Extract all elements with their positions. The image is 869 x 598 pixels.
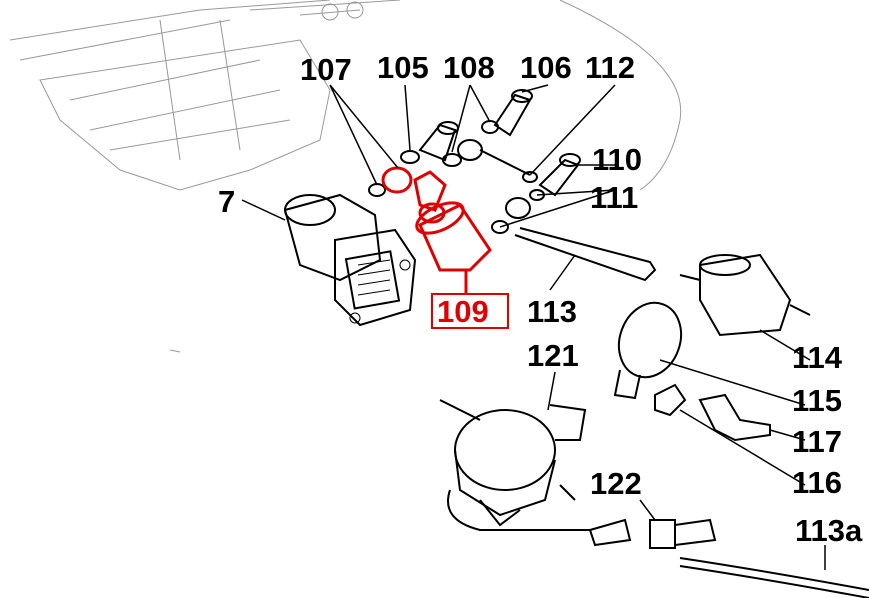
part-116-nut[interactable] (654, 383, 687, 417)
fittings-group[interactable] (368, 89, 657, 282)
label-110: 110 (592, 142, 642, 177)
label-113: 113 (527, 294, 577, 329)
label-109-box (431, 293, 509, 329)
label-107: 107 (300, 52, 352, 87)
label-105: 105 (377, 50, 429, 85)
label-109: 109 (437, 294, 489, 329)
label-112: 112 (585, 50, 635, 85)
label-111: 111 (590, 180, 638, 215)
engine-block-drawing (9, 0, 682, 353)
label-114: 114 (792, 340, 843, 375)
label-116: 116 (792, 465, 842, 500)
part-121-pump[interactable] (439, 399, 590, 531)
part-117-bolt[interactable] (698, 393, 771, 442)
leader-lines (241, 84, 826, 570)
label-122: 122 (590, 466, 642, 501)
part-113a-hose[interactable] (679, 557, 869, 598)
callout-labels: 107 105 108 106 112 110 111 7 109 113 11… (218, 50, 863, 548)
part-7-actuator[interactable] (283, 193, 417, 327)
part-114-filter[interactable] (679, 253, 811, 337)
part-122-connector[interactable] (588, 518, 717, 549)
label-106: 106 (520, 50, 572, 85)
label-121: 121 (527, 338, 579, 373)
label-108: 108 (443, 50, 495, 85)
part-109-highlighted[interactable] (381, 166, 509, 329)
label-117: 117 (792, 424, 842, 459)
part-115-clamp[interactable] (609, 294, 691, 400)
label-115: 115 (792, 383, 842, 418)
label-7: 7 (218, 184, 235, 219)
label-113a: 113a (795, 513, 863, 548)
